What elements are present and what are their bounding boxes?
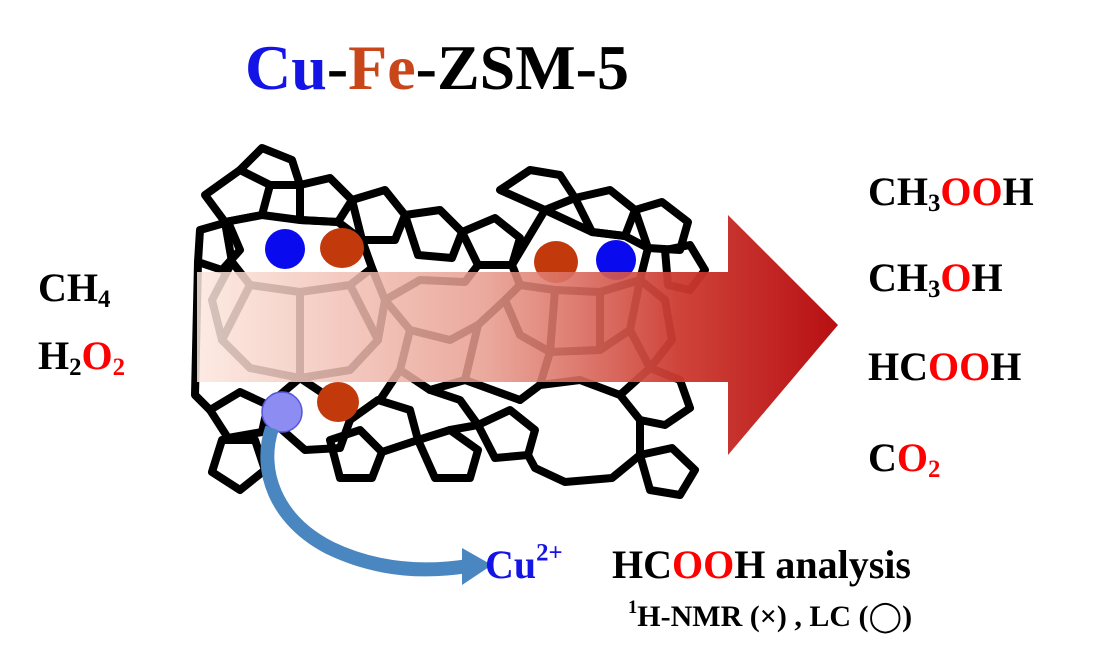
formic-acid-analysis: HCOOH analysis bbox=[612, 542, 911, 587]
product-methyl-hydroperoxide: CH3OOH bbox=[868, 169, 1034, 218]
reaction-arrow-icon bbox=[197, 215, 838, 455]
copper-site-dot-icon bbox=[596, 240, 636, 280]
leaching-arrow-icon bbox=[260, 425, 492, 585]
iron-site-dot-icon bbox=[320, 228, 364, 268]
leached-copper-dot-icon bbox=[261, 391, 303, 433]
product-formic-acid: HCOOH bbox=[868, 344, 1022, 389]
copper-site-dot-icon bbox=[265, 229, 305, 269]
reactant-methane: CH4 bbox=[38, 265, 111, 314]
title-dash: - bbox=[326, 32, 349, 103]
title-zeolite: -ZSM-5 bbox=[415, 32, 629, 103]
reactant-hydrogen-peroxide: H2O2 bbox=[38, 333, 126, 382]
product-methanol: CH3OH bbox=[868, 255, 1003, 304]
iron-site-dot-icon bbox=[317, 382, 359, 422]
product-carbon-dioxide: CO2 bbox=[868, 435, 941, 484]
title-iron: Fe bbox=[348, 32, 416, 103]
analysis-methods: 1H-NMR (×) , LC (◯) bbox=[628, 596, 913, 633]
title-copper: Cu bbox=[245, 32, 327, 103]
leached-copper-ion: Cu2+ bbox=[485, 539, 563, 587]
diagram-title: Cu-Fe-ZSM-5 bbox=[245, 36, 629, 100]
